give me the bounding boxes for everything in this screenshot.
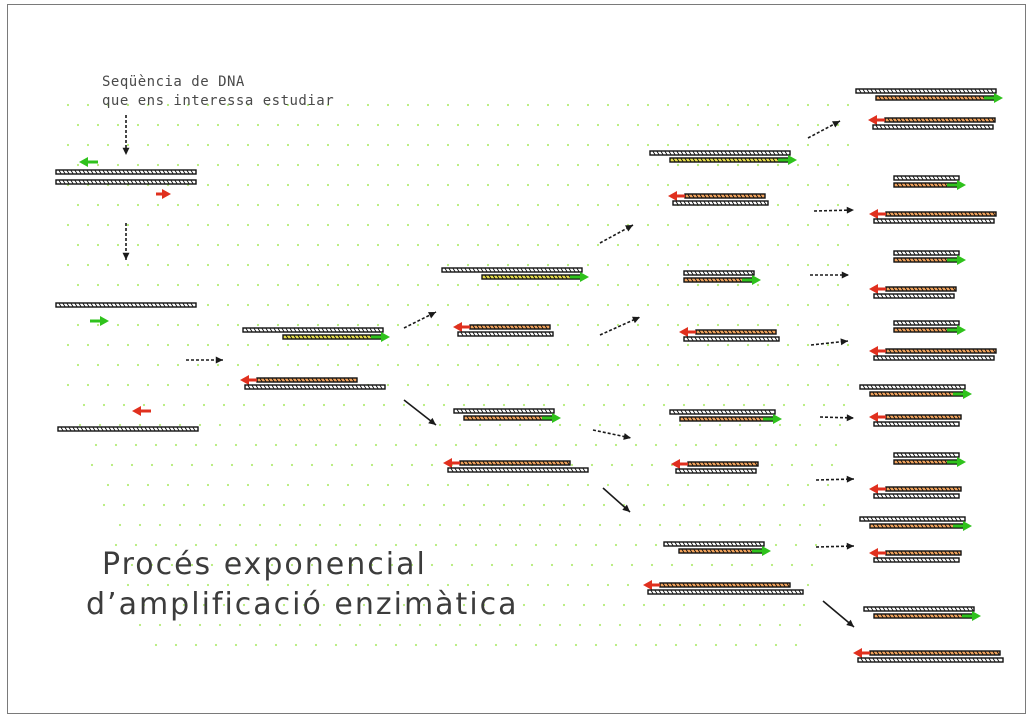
single-strand-bottom xyxy=(57,426,199,432)
green-primer-arrow xyxy=(984,93,1003,103)
flow-arrow xyxy=(403,399,437,426)
green-primer-arrow xyxy=(763,414,782,424)
green-primer-arrow xyxy=(742,275,761,285)
red-primer-arrow xyxy=(156,189,171,199)
flow-arrow xyxy=(602,487,631,513)
red-primer-arrow xyxy=(668,191,685,201)
template-strand xyxy=(683,270,755,276)
flow-arrow xyxy=(815,542,855,550)
flow-arrow xyxy=(815,475,855,483)
flow-arrow xyxy=(810,271,849,279)
red-primer-arrow xyxy=(869,209,886,219)
green-primer-arrow xyxy=(953,389,972,399)
green-primer-arrow xyxy=(90,316,109,326)
title-line-1: Procés exponencial xyxy=(102,547,427,582)
flow-arrow xyxy=(599,224,634,244)
green-primer-arrow xyxy=(542,413,561,423)
template-strand xyxy=(441,267,583,273)
template-strand xyxy=(663,541,765,547)
flow-arrow xyxy=(403,311,437,329)
caption-line-2: que ens interessa estudiar xyxy=(102,93,335,109)
template-strand xyxy=(244,384,386,390)
green-primer-arrow xyxy=(570,272,589,282)
red-primer-arrow xyxy=(868,115,885,125)
down-arrow-2 xyxy=(122,223,130,260)
red-primer-arrow xyxy=(671,459,688,469)
flow-arrow xyxy=(819,414,855,422)
single-strand-top xyxy=(55,302,197,308)
down-arrow-1 xyxy=(122,115,130,155)
green-primer-arrow xyxy=(947,325,966,335)
red-primer-arrow xyxy=(869,284,886,294)
template-strand xyxy=(863,606,975,612)
figure-frame: Seqüència de DNA que ens interessa estud… xyxy=(7,4,1026,714)
green-primer-arrow xyxy=(752,546,771,556)
green-primer-arrow xyxy=(778,155,797,165)
red-primer-arrow xyxy=(643,580,660,590)
caption-line-1: Seqüència de DNA xyxy=(102,74,245,90)
flow-arrow xyxy=(810,338,849,346)
template-strand xyxy=(855,88,997,94)
flow-arrow xyxy=(186,356,223,364)
target-sequence-caption: Seqüència de DNA que ens interessa estud… xyxy=(102,73,334,111)
flow-arrow xyxy=(592,429,632,440)
red-primer-arrow xyxy=(869,346,886,356)
red-primer-arrow xyxy=(853,648,870,658)
green-primer-arrow xyxy=(962,611,981,621)
diagram-title: Procés exponencial d’amplificació enzimà… xyxy=(86,545,519,625)
red-primer-arrow xyxy=(679,327,696,337)
green-primer-arrow xyxy=(947,255,966,265)
original-strand-bottom xyxy=(55,179,197,185)
green-primer-arrow xyxy=(947,180,966,190)
red-primer-arrow xyxy=(869,484,886,494)
red-primer-arrow xyxy=(453,322,470,332)
template-strand xyxy=(873,493,960,499)
template-strand xyxy=(453,408,555,414)
flow-arrow xyxy=(813,206,855,214)
template-strand xyxy=(447,467,589,473)
red-primer-arrow xyxy=(132,406,151,416)
flow-arrow xyxy=(599,316,641,336)
green-primer-arrow xyxy=(79,157,98,167)
green-primer-arrow xyxy=(371,332,390,342)
pcr-amplification-diagram xyxy=(55,88,1004,663)
template-strand xyxy=(649,150,791,156)
template-strand xyxy=(647,589,804,595)
flow-arrow xyxy=(822,600,855,628)
template-strand xyxy=(873,421,960,427)
red-primer-arrow xyxy=(240,375,257,385)
green-primer-arrow xyxy=(947,457,966,467)
template-strand xyxy=(873,557,960,563)
red-primer-arrow xyxy=(869,548,886,558)
green-primer-arrow xyxy=(953,521,972,531)
red-primer-arrow xyxy=(869,412,886,422)
template-strand xyxy=(242,327,384,333)
flow-arrow xyxy=(807,120,841,139)
title-line-2: d’amplificació enzimàtica xyxy=(86,587,519,622)
original-strand-top xyxy=(55,169,197,175)
red-primer-arrow xyxy=(443,458,460,468)
